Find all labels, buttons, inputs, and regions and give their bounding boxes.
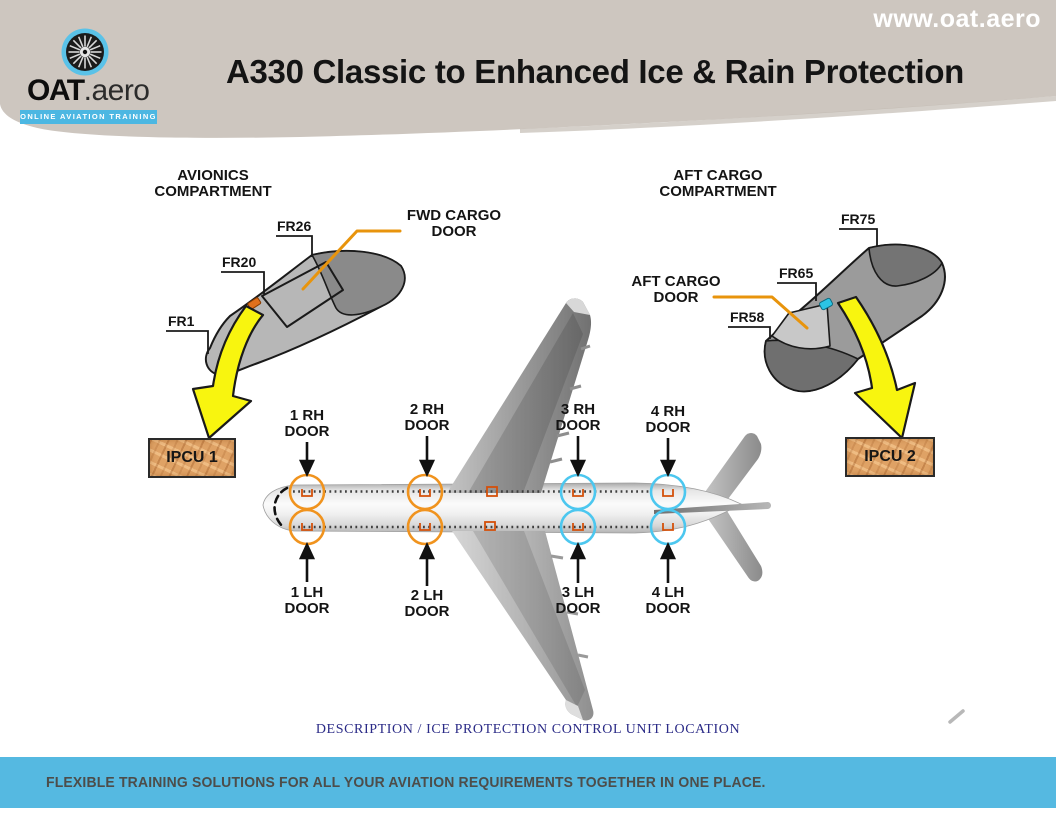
avionics-compartment-drawing — [204, 250, 406, 377]
door-label-2rh: 2 RH DOOR — [404, 401, 450, 434]
frame-label-fr65: FR65 — [779, 265, 814, 281]
frame-leader-lines — [166, 228, 878, 354]
fwd-cargo-door-glyph — [486, 486, 498, 497]
logo-brand: OAT — [27, 74, 85, 107]
decorative-dash — [948, 709, 965, 724]
frame-label-fr26: FR26 — [277, 218, 312, 234]
footer-bar: FLEXIBLE TRAINING SOLUTIONS FOR ALL YOUR… — [0, 757, 1056, 808]
door-label-4lh: 4 LH DOOR — [645, 584, 691, 617]
page-title: A330 Classic to Enhanced Ice & Rain Prot… — [225, 53, 965, 90]
vertical-fin — [654, 502, 771, 514]
right-wing — [447, 298, 592, 493]
logo-tagline-banner: ONLINE AVIATION TRAINING — [20, 110, 157, 124]
aft-cargo-compartment-label: AFT CARGO COMPARTMENT — [659, 167, 777, 200]
avionics-compartment-label: AVIONICS COMPARTMENT — [154, 167, 272, 200]
door-label-1lh: 1 LH DOOR — [284, 584, 330, 617]
ipcu1-arrow — [191, 304, 265, 440]
left-stabilizer — [702, 506, 763, 582]
frame-label-fr20: FR20 — [222, 254, 257, 270]
door-label-3lh: 3 LH DOOR — [555, 584, 601, 617]
aft-cargo-door-label: AFT CARGO DOOR — [631, 273, 721, 306]
cargo-door-leader-lines — [301, 229, 809, 330]
aircraft-plan-view — [262, 298, 771, 721]
door-pointer-arrows — [298, 436, 677, 586]
frame-label-fr1: FR1 — [168, 313, 195, 329]
ipcu1-box: IPCU 1 — [148, 438, 236, 478]
left-wing — [452, 531, 594, 721]
fwd-cargo-door-label: FWD CARGO DOOR — [406, 207, 502, 240]
ipcu2-location-marker — [819, 297, 833, 311]
ipcu-pointer-arrows — [191, 295, 917, 440]
door-label-3rh: 3 RH DOOR — [555, 401, 601, 434]
logo-brand-suffix: .aero — [83, 74, 150, 107]
door-label-1rh: 1 RH DOOR — [284, 407, 330, 440]
footer-tagline: FLEXIBLE TRAINING SOLUTIONS FOR ALL YOUR… — [46, 774, 766, 791]
turbine-logo-icon — [61, 28, 109, 76]
logo-wordmark: OAT.aero — [27, 76, 150, 111]
door-glyphs — [301, 486, 674, 531]
slide-caption: DESCRIPTION / ICE PROTECTION CONTROL UNI… — [315, 722, 741, 737]
radome-dashed-line — [273, 486, 289, 530]
ipcu2-arrow — [836, 295, 917, 440]
website-url: www.oat.aero — [873, 5, 1041, 33]
door-label-2lh: 2 LH DOOR — [404, 587, 450, 620]
door-label-4rh: 4 RH DOOR — [645, 403, 691, 436]
frame-label-fr58: FR58 — [730, 309, 765, 325]
aft-cargo-door-glyph — [484, 521, 496, 531]
ipcu2-box: IPCU 2 — [845, 437, 935, 477]
frame-label-fr75: FR75 — [841, 211, 876, 227]
header-band — [0, 0, 1056, 138]
right-stabilizer — [700, 433, 762, 507]
